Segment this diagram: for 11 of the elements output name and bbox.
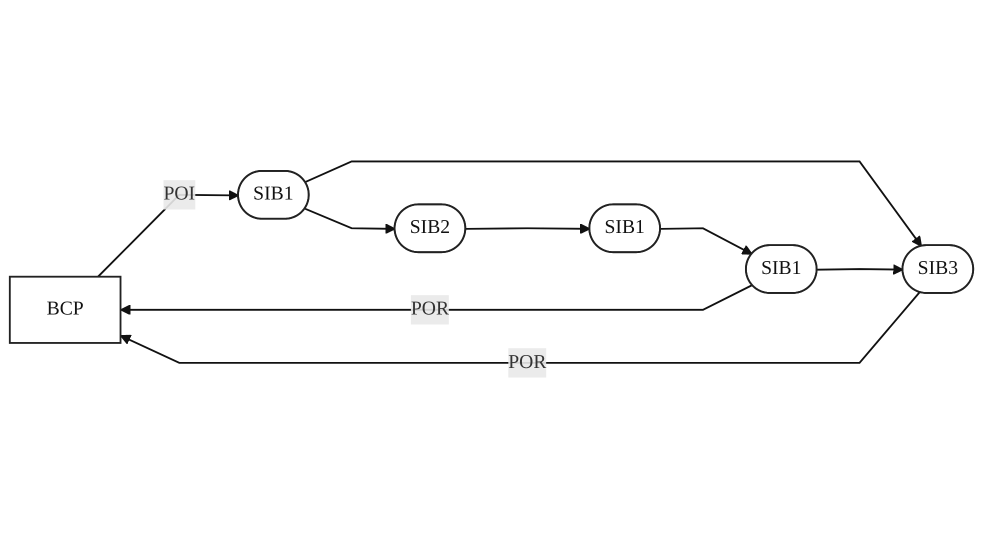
arrow bbox=[120, 292, 920, 364]
edge-label: POR bbox=[508, 352, 546, 373]
arrow bbox=[660, 227, 753, 255]
node-box: BCP bbox=[8, 276, 122, 344]
arrow bbox=[466, 223, 590, 234]
arrow bbox=[304, 208, 396, 234]
edge-label: POI bbox=[163, 184, 196, 205]
arrow bbox=[817, 264, 904, 275]
edge-label: POR bbox=[410, 298, 450, 320]
arrow bbox=[120, 284, 753, 316]
arrow bbox=[304, 160, 922, 247]
